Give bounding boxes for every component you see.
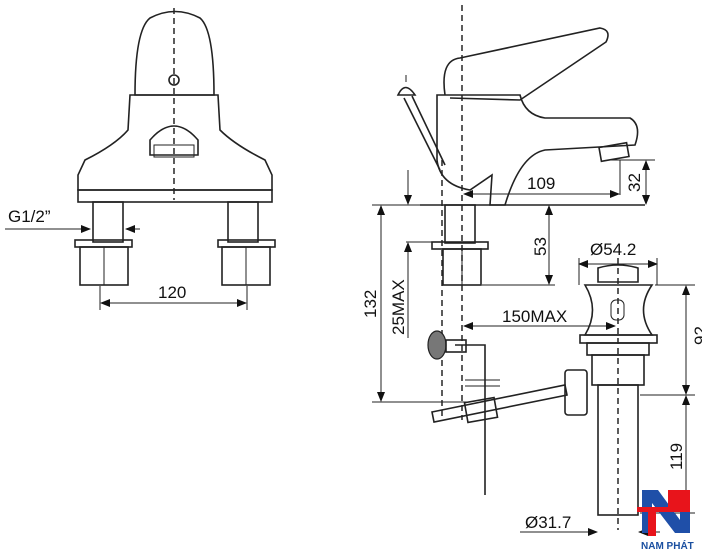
waste-pipe-diameter-label: Ø31.7 <box>525 513 571 532</box>
spout-height-label: 32 <box>625 173 644 192</box>
hole-spacing-label: 120 <box>158 283 186 302</box>
thread-size-label: G1/2” <box>8 207 51 226</box>
rod-reach-label: 150MAX <box>502 307 567 326</box>
spout-reach-label: 109 <box>527 174 555 193</box>
total-depth-label: 132 <box>361 290 380 318</box>
waste-lower-label: 119 <box>667 443 686 470</box>
waste-upper-label: 92 <box>691 326 702 345</box>
waste-top-diameter-label: Ø54.2 <box>590 240 636 259</box>
nam-phat-logo: NAM PHÁT <box>637 490 694 552</box>
shank-length-label: 53 <box>531 237 550 256</box>
deck-thickness-label: 25MAX <box>389 279 408 335</box>
logo-text: NAM PHÁT <box>641 539 694 552</box>
front-view: G1/2” 120 <box>5 8 276 310</box>
side-view: 109 32 53 132 25MAX 150MAX <box>361 5 655 495</box>
pop-up-waste: Ø54.2 92 119 Ø31.7 <box>520 240 702 536</box>
